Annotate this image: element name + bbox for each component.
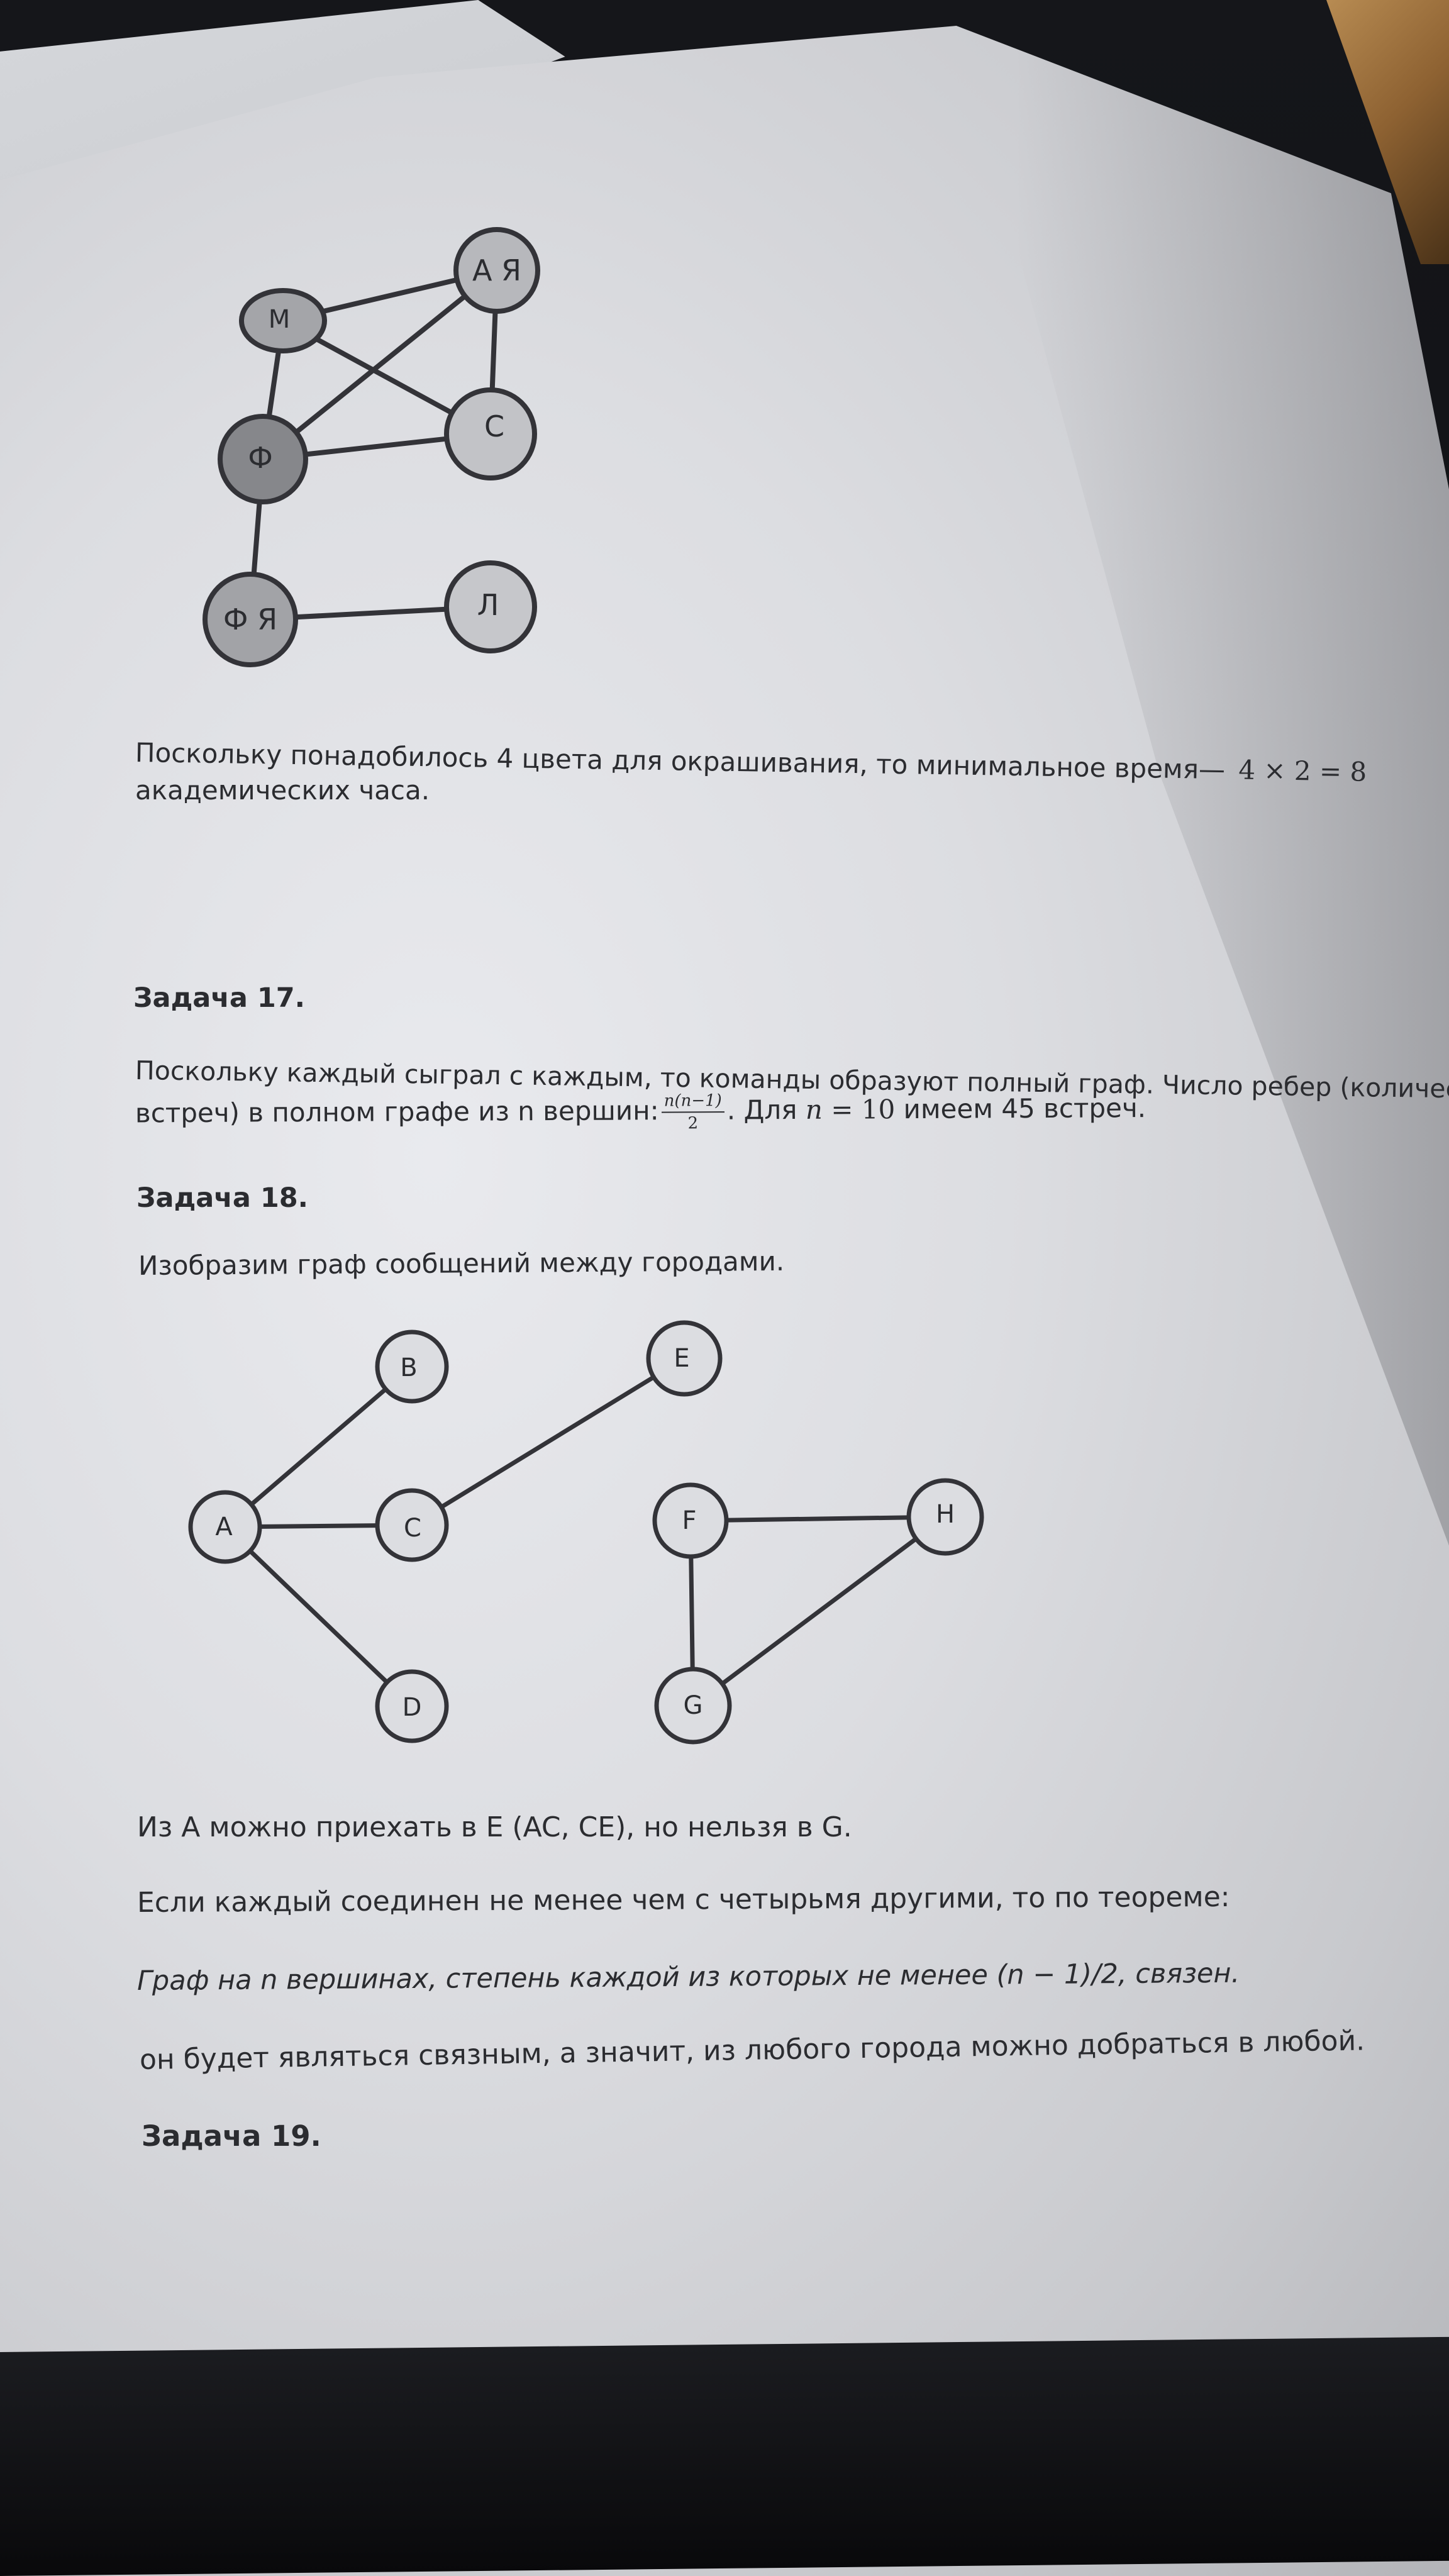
edge-c-e — [411, 1357, 686, 1527]
node-f — [652, 1482, 729, 1559]
node-a — [188, 1490, 262, 1564]
task17-text-end: имеем 45 встреч. — [895, 1092, 1146, 1125]
node-label: D — [402, 1693, 422, 1722]
node-h — [906, 1478, 984, 1556]
task18-intro: Изобразим граф сообщений между городами. — [138, 1245, 785, 1281]
edge-a-d — [223, 1525, 414, 1708]
node-label: H — [936, 1500, 955, 1529]
node-label: F — [682, 1506, 696, 1535]
edge-f-h — [690, 1514, 946, 1523]
node-b — [375, 1330, 449, 1404]
task18-line-c: он будет являться связным, а значит, из … — [139, 2024, 1365, 2076]
fraction-denominator: 2 — [687, 1114, 699, 1133]
task17-text-mid: . Для — [726, 1094, 797, 1126]
city-graph-nodes — [188, 1320, 984, 1745]
node-l — [444, 560, 537, 653]
task18-line-a: Из A можно приехать в E (AC, CE), но нел… — [137, 1811, 852, 1843]
node-s — [444, 387, 537, 480]
node-e — [646, 1320, 723, 1397]
task18-line-b: Если каждый соединен не менее чем с четы… — [136, 1880, 1230, 1919]
coloring-graph-nodes — [203, 227, 540, 667]
node-g — [654, 1667, 732, 1745]
task17-line2: встреч) в полном графе из n вершин:n(n−1… — [135, 1088, 1146, 1137]
task18-theorem: Граф на n вершинах, степень каждой из ко… — [136, 1957, 1240, 1997]
node-label: М — [269, 305, 291, 334]
node-label: E — [674, 1344, 689, 1373]
node-aya — [453, 227, 540, 314]
node-label: G — [684, 1691, 703, 1720]
n-variable: n — [805, 1094, 823, 1125]
node-label: A — [215, 1513, 233, 1541]
fraction-numerator: n(n−1) — [661, 1090, 724, 1113]
edge-g-h — [691, 1515, 947, 1707]
node-label: B — [400, 1353, 417, 1382]
city-graph-labels: A B C D E F G H — [215, 1344, 955, 1722]
node-label: А Я — [472, 253, 521, 287]
node-fya — [203, 572, 298, 667]
node-label: C — [404, 1514, 421, 1543]
task17-heading: Задача 17. — [133, 982, 305, 1014]
node-m — [239, 288, 327, 353]
node-label: Ф — [248, 441, 273, 475]
edge-a-b — [223, 1365, 414, 1529]
coloring-formula: 4 × 2 = 8 — [1238, 754, 1367, 787]
node-c — [375, 1488, 449, 1562]
edge-count-fraction: n(n−1)2 — [661, 1090, 724, 1135]
n-value: = 10 — [822, 1094, 896, 1125]
edge-f-aya — [261, 268, 499, 462]
node-d — [375, 1669, 449, 1743]
node-label: Ф Я — [223, 602, 277, 636]
node-f — [218, 414, 308, 504]
task17-text-start: встреч) в полном графе из n вершин: — [135, 1095, 659, 1129]
coloring-graph-labels: М А Я Ф С Ф Я Л — [223, 253, 521, 636]
coloring-conclusion-line2: академических часа. — [135, 775, 430, 806]
node-label: С — [484, 409, 504, 443]
task19-heading: Задача 19. — [142, 2119, 321, 2153]
node-label: Л — [477, 588, 499, 622]
task18-heading: Задача 18. — [136, 1182, 308, 1214]
